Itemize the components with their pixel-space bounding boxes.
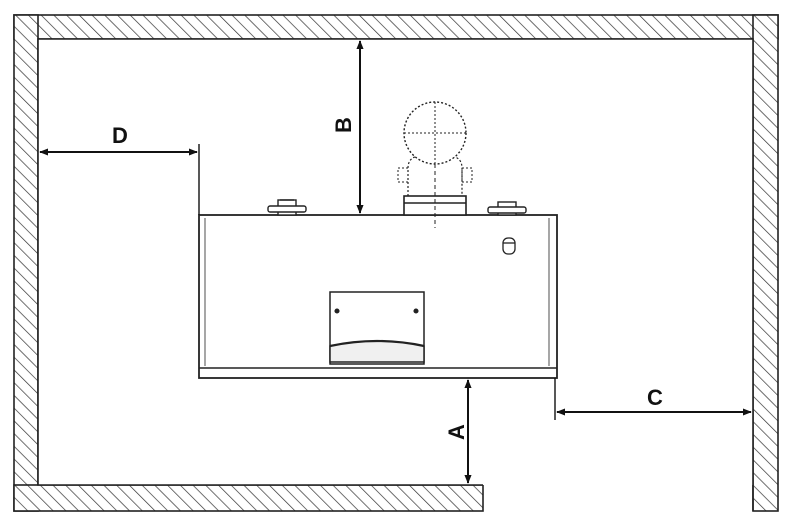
wall-right: [752, 14, 779, 512]
indicator-light: [502, 237, 516, 255]
dimension-lines: [39, 40, 752, 484]
dimension-c-label: C: [647, 385, 663, 410]
left-connection-stub: [267, 199, 307, 216]
dimension-a-label: A: [444, 424, 469, 440]
dimension-d-label: D: [112, 123, 128, 148]
enclosure-walls: [13, 14, 779, 512]
boiler-unit: [198, 101, 558, 379]
wall-left: [13, 14, 39, 512]
right-connection-stub: [487, 201, 527, 216]
control-panel: [329, 291, 425, 365]
wall-top: [13, 14, 779, 40]
flue-outlet: [397, 101, 473, 228]
wall-bottom: [13, 484, 484, 512]
dimension-b-label: B: [331, 117, 356, 133]
